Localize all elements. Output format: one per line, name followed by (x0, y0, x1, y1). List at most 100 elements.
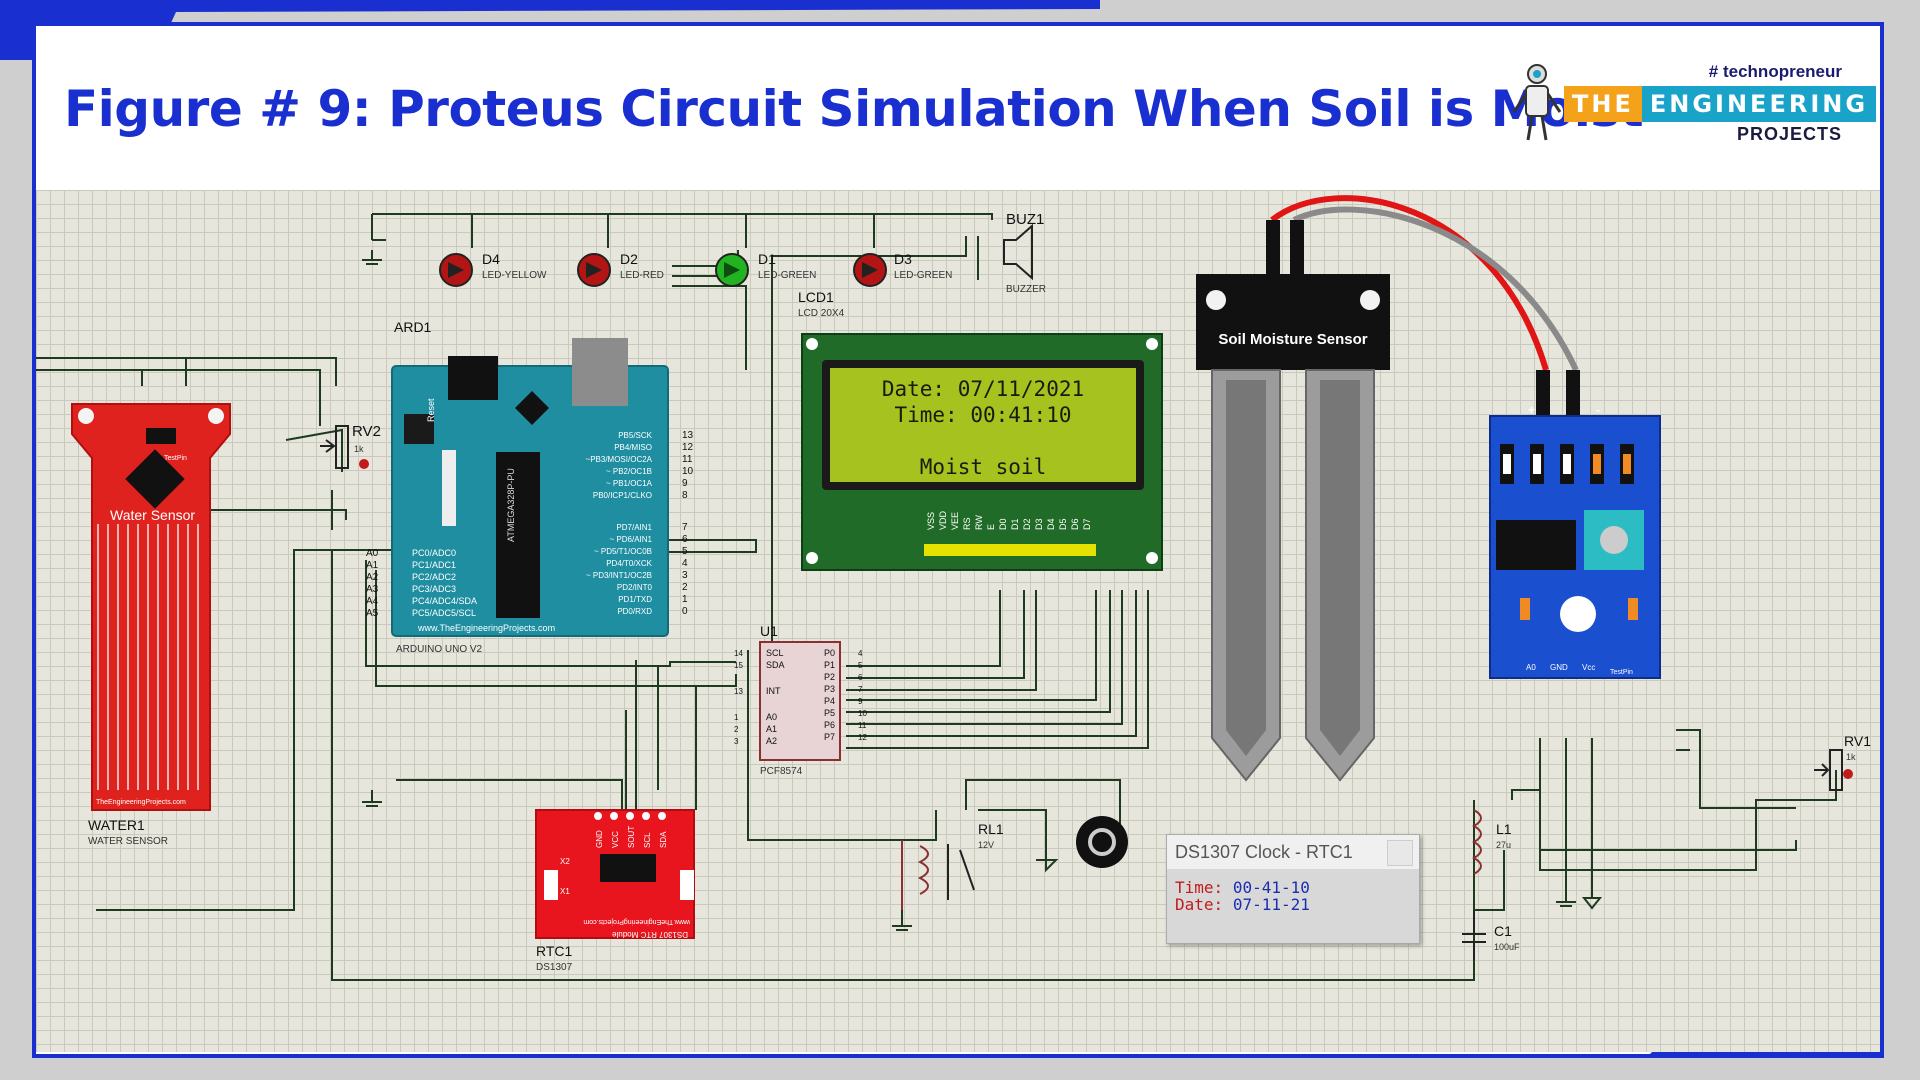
lcd-pin-d4: D4 (1046, 518, 1056, 530)
pcf-pin-p5: P5 (824, 708, 835, 718)
lcd-line-1: Date: 07/11/2021 (882, 377, 1084, 401)
pcf-num-15: 15 (734, 661, 743, 670)
arduino-pinnum-6: 6 (682, 534, 688, 545)
arduino-pinnum-8: 8 (682, 490, 688, 501)
robot-icon (1512, 64, 1562, 141)
relay-rl1: RL1 12V (892, 821, 1004, 931)
led-d3-type: LED-GREEN (894, 270, 952, 281)
water-sensor: Water Sensor TheEngineeringProjects.com … (71, 403, 231, 847)
schematic-svg: D4 LED-YELLOW D2 LED-RED D1 LED-GREEN D3… (36, 195, 1871, 981)
water-sensor-type: WATER SENSOR (88, 836, 168, 847)
arduino-analog-label-3: PC3/ADC3 (412, 584, 456, 594)
pcf-num-1: 1 (734, 713, 739, 722)
lcd-pin-vdd: VDD (938, 510, 948, 530)
arduino-pin-a5: A5 (366, 608, 379, 619)
module-pin-gnd: GND (1550, 663, 1568, 672)
pcf-num-4: 4 (858, 649, 863, 658)
pcf-pin-p4: P4 (824, 696, 835, 706)
pcf-num-9: 9 (858, 697, 863, 706)
popup-time-value: 00-41-10 (1232, 878, 1310, 897)
rtc-ref: RTC1 (536, 943, 573, 959)
arduino-uno: ATMEGA328P-PU Reset www.TheEngineeringPr… (366, 319, 694, 655)
arduino-digital-bottom-7: PD0/RXD (617, 607, 652, 616)
pcf-pin-a2: A2 (766, 736, 777, 746)
arduino-digital-bottom-6: PD1/TXD (618, 595, 652, 604)
lcd-line-2: Time: 00:41:10 (894, 403, 1071, 427)
pcf-num-10: 10 (858, 709, 867, 718)
arduino-pin-a1: A1 (366, 560, 379, 571)
arduino-digital-top-1: PB4/MISO (614, 443, 652, 452)
led-d4: D4 LED-YELLOW (439, 251, 547, 287)
popup-date-key: Date: (1175, 895, 1224, 914)
arduino-digital-bottom-2: ~ PD5/T1/OC0B (594, 547, 652, 556)
pcf-pin-p6: P6 (824, 720, 835, 730)
arduino-pinnum-11: 11 (682, 454, 693, 465)
pcf-pin-a0: A0 (766, 712, 777, 722)
lcd-pin-vss: VSS (926, 512, 936, 530)
arduino-pinnum-13: 13 (682, 430, 694, 441)
rtc-x2: X2 (560, 857, 570, 866)
pcf-pin-p2: P2 (824, 672, 835, 682)
rtc-label: DS1307 RTC Module (612, 930, 688, 939)
lcd-pin-d2: D2 (1022, 518, 1032, 530)
logo-projects: PROJECTS (1736, 124, 1842, 144)
pcf-ref: U1 (760, 623, 778, 639)
arduino-digital-top-4: ~ PB1/OC1A (606, 479, 653, 488)
logo-the: THE (1564, 86, 1642, 122)
capacitor-ref: C1 (1494, 923, 1512, 939)
pcf-pin-p3: P3 (824, 684, 835, 694)
arduino-pin-a2: A2 (366, 572, 379, 583)
led-d1-ref: D1 (758, 251, 776, 267)
popup-close-button[interactable] (1387, 840, 1413, 866)
buzzer-type: BUZZER (1006, 284, 1046, 295)
arduino-digital-bottom-1: ~ PD6/AIN1 (610, 535, 653, 544)
pcf-pin-p7: P7 (824, 732, 835, 742)
arduino-pinnum-9: 9 (682, 478, 688, 489)
lcd-pin-d7: D7 (1082, 518, 1092, 530)
led-d1-type: LED-GREEN (758, 270, 816, 281)
capacitor-value: 100uF (1494, 942, 1520, 952)
lcd-pin-d5: D5 (1058, 518, 1068, 530)
led-d3: D3 LED-GREEN (853, 251, 952, 287)
pcf-pin-p0: P0 (824, 648, 835, 658)
inductor-value: 27u (1496, 840, 1511, 850)
water-sensor-ref: WATER1 (88, 817, 145, 833)
rv2-ref: RV2 (352, 423, 381, 440)
arduino-pinnum-5: 5 (682, 546, 688, 557)
logo-engineering: ENGINEERING (1641, 86, 1877, 122)
pcf-num-6: 6 (858, 673, 863, 682)
arduino-pinnum-7: 7 (682, 522, 688, 533)
lcd-pin-rw: RW (974, 515, 984, 530)
arduino-digital-top-0: PB5/SCK (618, 431, 652, 440)
relay-ref: RL1 (978, 821, 1004, 837)
arduino-digital-bottom-5: PD2/INT0 (617, 583, 653, 592)
arduino-pinnum-10: 10 (682, 466, 694, 477)
water-sensor-label: Water Sensor (110, 507, 195, 523)
led-d3-ref: D3 (894, 251, 912, 267)
pcf-pin-sda: SDA (766, 660, 785, 670)
led-d2-ref: D2 (620, 251, 638, 267)
arduino-digital-bottom-4: ~ PD3/INT1/OC2B (586, 571, 652, 580)
pcf-pin-p1: P1 (824, 660, 835, 670)
soil-moisture-probe: Soil Moisture Sensor (1196, 195, 1579, 782)
led-d2: D2 LED-RED (577, 251, 664, 287)
arduino-digital-top-2: ~PB3/MOSI/OC2A (586, 455, 653, 464)
ds1307-clock-popup[interactable]: DS1307 Clock - RTC1 Time: 00-41-10 Date:… (1166, 834, 1420, 944)
arduino-digital-top-5: PB0/ICP1/CLKO (593, 491, 652, 500)
arduino-analog-label-1: PC1/ADC1 (412, 560, 456, 570)
led-d4-ref: D4 (482, 251, 500, 267)
pcf-num-5: 5 (858, 661, 863, 670)
arduino-pin-a0: A0 (366, 548, 379, 559)
rtc-pin-scl: SCL (643, 832, 652, 848)
lcd-line-4: Moist soil (920, 455, 1046, 479)
schematic-canvas: D4 LED-YELLOW D2 LED-RED D1 LED-GREEN D3… (36, 190, 1880, 1052)
pcf-type: PCF8574 (760, 766, 803, 777)
inductor-ref: L1 (1496, 821, 1512, 837)
rv1-ref: RV1 (1844, 733, 1871, 749)
lcd-type: LCD 20X4 (798, 308, 845, 319)
popup-time-key: Time: (1175, 878, 1224, 897)
popup-body: Time: 00-41-10 Date: 07-11-21 (1167, 869, 1419, 923)
lcd-pin-d1: D1 (1010, 518, 1020, 530)
module-minus: - (1596, 403, 1600, 417)
logo-tagline: # technopreneur (1708, 62, 1842, 81)
